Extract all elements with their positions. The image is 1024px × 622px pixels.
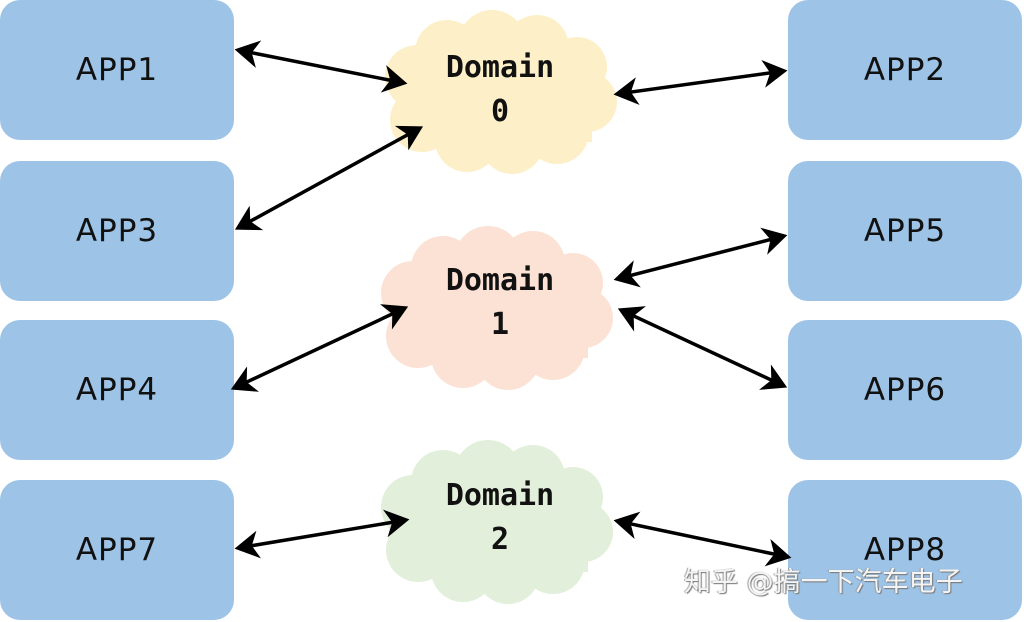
- domain2-number: 2: [490, 522, 510, 557]
- domain2-title: Domain: [445, 478, 555, 513]
- app3-label: APP3: [75, 213, 159, 249]
- app4-label: APP4: [75, 372, 159, 408]
- app1-box: APP1: [0, 0, 234, 140]
- app2-label: APP2: [863, 52, 947, 88]
- app2-box: APP2: [788, 0, 1022, 140]
- arrow-domain2-app8: [613, 511, 792, 567]
- app7-label: APP7: [75, 532, 159, 568]
- domain0-number: 0: [490, 94, 510, 129]
- app3-box: APP3: [0, 161, 234, 301]
- domain1-label: Domain 1: [400, 259, 600, 347]
- app1-label: APP1: [75, 52, 159, 88]
- app6-box: APP6: [788, 320, 1022, 460]
- arrow-domain1-app5: [613, 227, 788, 288]
- domain0-label: Domain 0: [400, 46, 600, 134]
- domain0-title: Domain: [445, 50, 555, 85]
- app8-box: APP8: [788, 480, 1022, 620]
- app5-box: APP5: [788, 161, 1022, 301]
- app4-box: APP4: [0, 320, 234, 460]
- domain1-title: Domain: [445, 263, 555, 298]
- arrow-domain0-app2: [613, 59, 788, 106]
- domain1-number: 1: [490, 307, 510, 342]
- arrow-app1-domain0: [234, 40, 408, 93]
- arrow-app3-domain0: [234, 125, 424, 231]
- app5-label: APP5: [863, 213, 947, 249]
- arrow-app7-domain2: [234, 509, 410, 559]
- arrow-app4-domain1: [230, 304, 409, 392]
- app8-label: APP8: [863, 532, 947, 568]
- app6-label: APP6: [863, 372, 947, 408]
- arrow-domain1-app6: [617, 306, 788, 390]
- app7-box: APP7: [0, 480, 234, 620]
- watermark-text: 知乎 @搞一下汽车电子: [684, 567, 963, 598]
- domain2-label: Domain 2: [400, 474, 600, 562]
